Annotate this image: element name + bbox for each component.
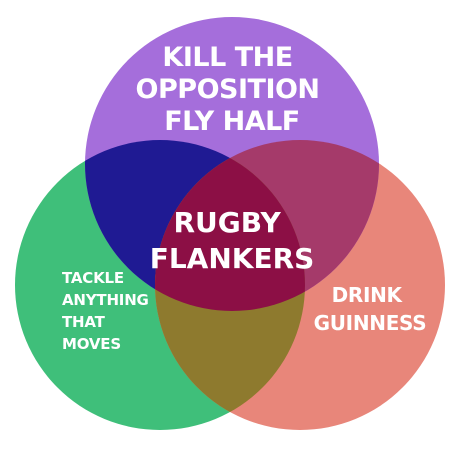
left-label-line-1: TACKLE [62,269,124,287]
left-label-line-3: THAT [62,313,106,331]
left-label-line-4: MOVES [62,335,121,353]
right-set-label: DRINK GUINNESS [314,283,427,335]
left-set-label: TACKLE ANYTHING THAT MOVES [62,269,154,353]
right-label-line-2: GUINNESS [314,311,427,335]
center-label-line-2: FLANKERS [150,242,315,275]
right-label-line-1: DRINK [332,283,404,307]
intersection-all [155,140,305,311]
center-label: RUGBY FLANKERS [150,206,315,275]
left-label-line-2: ANYTHING [62,291,149,309]
top-set-label: KILL THE OPPOSITION FLY HALF [136,42,329,137]
top-label-line-3: FLY HALF [164,106,300,137]
top-label-line-1: KILL THE [162,42,292,73]
center-label-line-1: RUGBY [173,206,281,239]
top-label-line-2: OPPOSITION [136,74,320,105]
